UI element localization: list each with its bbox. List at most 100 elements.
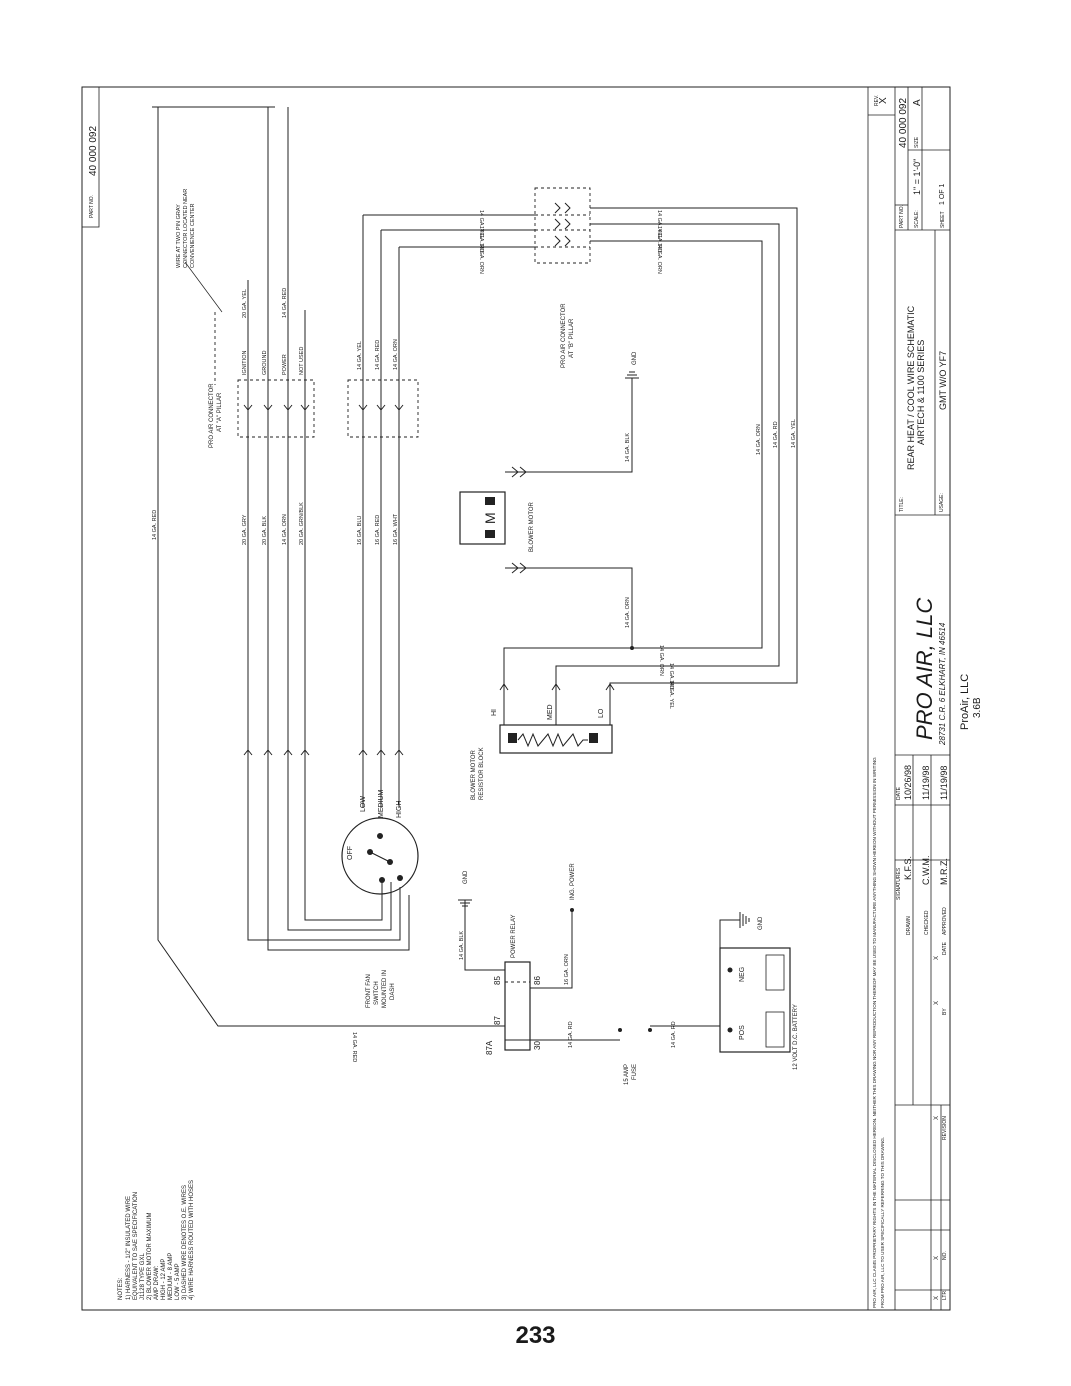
drawing-border [81,86,951,1311]
lbl-14-rd-right: 14 GA. RD [773,421,779,448]
title-line-1: REAR HEAT / COOL WIRE SCHEMATIC [906,305,916,470]
lbl-14-yel-b1: 14 GA. YEL [478,210,484,239]
relay-pin-87a: 87A [485,1040,494,1055]
relay-pin-30: 30 [533,1041,542,1050]
rev-row-revision: X [934,1116,940,1120]
lbl-14-yel-right: 14 GA. YEL [791,419,797,448]
fuse-label-2: FUSE [632,1064,638,1080]
page-number: 233 [515,1322,556,1349]
lbl-14-red-bottom: 14 GA. RED [351,1032,357,1062]
company-address: 28731 C.R. 6 ELKHART, IN 46514 [938,622,947,746]
lbl-14-orn-right: 14 GA. ORN [756,424,762,455]
splice-dot [630,646,634,650]
company-name: PRO AIR, LLC [912,598,937,740]
lbl-14-orn-bottom: 14 GA. ORN [658,645,664,676]
sig-drawn-name: K.F.S. [903,856,913,880]
sig-approved-role: APPROVED [942,907,948,935]
note-10: 4) WIRE HARNESS ROUTED WITH HOSES [189,1180,195,1300]
rev-row-ltr: X [934,1296,940,1300]
proprietary-line-1: PRO AIR, LLC CLAIMS PROPRIETARY RIGHTS I… [872,757,877,1308]
resistor-tap-hi: HI [491,709,498,716]
proprietary-line-2: FROM PRO AIR, LLC TO USER SPECIFICALLY R… [880,1137,885,1308]
resistor-tap-med: MED [547,704,554,720]
note-5: AMP DRAW: [154,1265,160,1300]
rev-row-date: X [934,956,940,960]
sheet-label: SHEET [940,211,946,228]
blower-motor: M BLOWER MOTOR [459,491,535,552]
lbl-14-rd-battery: 14 GA. RD [671,1021,677,1048]
lbl-14-rd-b2: 14 GA. RD [656,226,662,253]
part-number-box-value: 40 000 092 [88,126,99,176]
rev-hdr-revision: REVISION [942,1116,948,1140]
scale-value: 1" = 1'-0" [912,159,922,195]
gnd-label-battery: GND [758,916,764,930]
note-8: LOW - 5 AMP [175,1263,181,1300]
part-number-box: PART NO. 40 000 092 [81,86,100,228]
wire-20ga-gry [267,107,410,951]
lbl-20-gry: 20 GA. GRY [242,514,248,545]
part-no-value: 40 000 092 [898,98,909,148]
power-relay: 85 86 87 87A 30 POWER RELAY [485,914,542,1055]
lbl-14-rd-relay: 14 GA. RD [568,1021,574,1048]
pin-not-used: NOT USED [299,347,305,375]
resistor-block-label-2: RESISTOR BLOCK [479,747,485,800]
title-line-2: AIRTECH & 1100 SERIES [916,340,926,445]
note-1: 1) HARNESS - 1/2" INSULATED WIRE [126,1196,132,1300]
b-pillar-label-2: AT "B" PILLAR [569,318,575,358]
oe-wires-dashed [214,187,591,983]
note-4: 2) BLOWER MOTOR MAXIMUM [147,1212,153,1300]
usage-value: GMT W/O YF7 [938,351,948,410]
pin-ignition: IGNITION [242,351,248,375]
connector-note-1: WIRE AT TWO PIN GRAY [176,204,182,268]
battery-pos: POS [739,1025,746,1040]
gnd-label-relay: GND [463,870,469,884]
fuse-terminal-2 [648,1028,652,1032]
title-block-text: REV. X PART NO. 40 000 092 SCALE: 1" = 1… [872,95,949,1308]
connector-note-2: CONNECTOR LOCATED NEAR [183,189,189,268]
relay-pin-85: 85 [493,976,502,985]
note-7: MEDIUM - 8 AMP [168,1253,174,1300]
b-pillar-label-1: PRO AIR CONNECTOR [561,303,567,368]
rev-hdr-ltr: LTR. [942,1290,948,1300]
notes: NOTES: 1) HARNESS - 1/2" INSULATED WIRE … [118,1180,195,1300]
title-label: TITLE: [899,497,905,512]
sig-checked-date: 11/19/98 [921,766,931,800]
relay-pin-86: 86 [533,976,542,985]
rev-hdr-date: DATE [942,941,948,955]
lbl-16-blu: 16 GA. BLU [357,516,363,545]
battery-neg: NEG [739,967,746,982]
rev-hdr-no: NO. [942,1251,948,1260]
lbl-14-rd-bottom: 14 GA. RD [668,663,674,690]
connector-chevrons [243,202,615,756]
signatures-header: SIGNATURES [896,867,902,900]
blower-motor-symbol: M [482,512,498,524]
size-label: SIZE [914,136,920,148]
fan-switch-label-2: SWITCH [374,981,380,1005]
sig-checked-name: C.W.M. [921,856,931,886]
fan-switch-label-4: DASH [390,983,396,1000]
pin-ground: GROUND [262,351,268,375]
sheet-value: 1 OF 1 [939,183,946,205]
lbl-14-yel-b2: 14 GA. YEL [656,210,662,239]
rev-hdr-by: BY [942,1008,948,1015]
lbl-14-yel-bottom: 14 GA. YEL [668,680,674,709]
resistor-block-label-1: BLOWER MOTOR [471,749,477,800]
note-0: NOTES: [118,1277,124,1300]
signature-date-header: DATE [896,786,902,800]
ign-power-terminal [570,908,574,912]
lbl-14-orn-motor: 14 GA. ORN [625,597,631,628]
lbl-20-blk: 20 GA. BLK [262,516,268,545]
lbl-14-blk-relay: 14 GA. BLK [459,931,465,960]
lbl-16-wht: 16 GA. WHT [393,513,399,545]
a-pillar-label-2: AT "A" PILLAR [217,392,223,432]
sig-drawn-date: 10/26/98 [903,765,913,800]
lbl-14-rd-b1: 14 GA. RD [478,226,484,253]
wire-labels: 14 GA. RED 20 GA. GRY 20 GA. BLK 14 GA. … [152,210,797,1062]
fan-switch-label-1: FRONT FAN [366,974,372,1008]
pin-power: POWER [282,354,288,375]
rev-row-by: X [934,1001,940,1005]
lbl-14-red-vert: 14 GA. RED [152,510,158,540]
note-3: J1128 TYPE GXL [140,1253,146,1300]
fan-switch: OFF LOW MEDIUM HIGH FRONT FAN SWITCH MOU… [341,789,419,1008]
